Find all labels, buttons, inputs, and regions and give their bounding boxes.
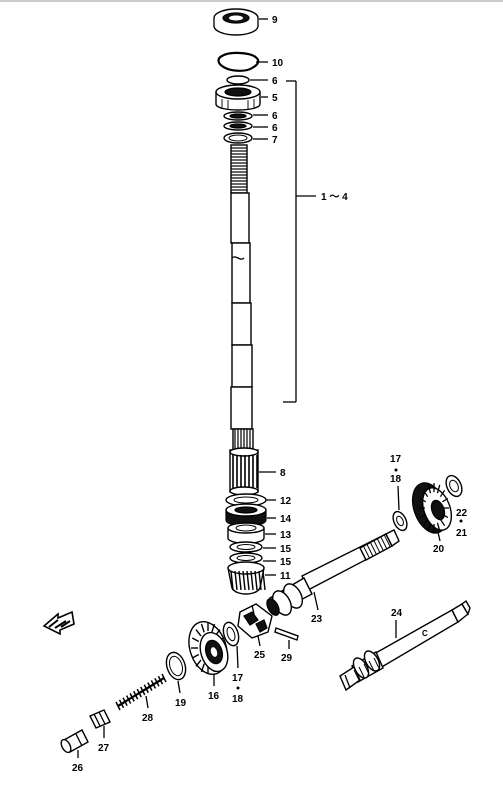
- label-22: 22: [456, 508, 468, 519]
- plunger-part-26: [60, 729, 89, 754]
- pin-part-29: [274, 627, 299, 641]
- label-24: 24: [391, 608, 403, 619]
- label-25: 25: [254, 650, 266, 661]
- label-18-right: 18: [390, 474, 402, 485]
- label-15-lower: 15: [280, 557, 292, 568]
- lower-bearing-stack: [225, 493, 267, 595]
- label-17-right: 17: [390, 454, 402, 465]
- forward-gear-part-20: [411, 482, 453, 534]
- shaft-part-24: [339, 599, 471, 692]
- thrust-washer-part-19: [165, 651, 187, 681]
- washer-part-22: [445, 474, 463, 498]
- washer-part-17-18-left: [222, 621, 240, 647]
- oil-seal-part-9: [213, 8, 259, 36]
- label-21: 21: [456, 528, 468, 539]
- label-12: 12: [280, 496, 292, 507]
- label-18-left: 18: [232, 694, 244, 705]
- label-16: 16: [208, 691, 220, 702]
- label-6-top: 6: [272, 76, 278, 87]
- label-17-left: 17: [232, 673, 244, 684]
- push-rod-part-27: [89, 709, 111, 729]
- label-14: 14: [280, 514, 292, 525]
- label-11: 11: [280, 571, 291, 582]
- label-28: 28: [142, 713, 154, 724]
- driveshaft: [230, 144, 254, 452]
- label-8-lower: 8: [280, 468, 286, 479]
- label-range-1-4: 1 ～ 4: [321, 192, 348, 203]
- washer-part-17-18-right: [392, 510, 408, 532]
- label-9: 9: [272, 15, 278, 26]
- label-15-upper: 15: [280, 544, 292, 555]
- pinion-part-8: [229, 447, 259, 496]
- label-6-middle: 6: [272, 111, 278, 122]
- shaft-mark-c: C: [422, 629, 428, 638]
- front-arrow-icon: [42, 610, 75, 636]
- label-7: 7: [272, 135, 278, 146]
- circlip-part-10: [217, 51, 260, 72]
- label-13: 13: [280, 530, 292, 541]
- propeller-shaft-part-23: [266, 529, 400, 616]
- label-27: 27: [98, 743, 110, 754]
- label-10: 10: [272, 58, 284, 69]
- label-19: 19: [175, 698, 187, 709]
- range-bracket: [283, 80, 316, 403]
- label-29: 29: [281, 653, 293, 664]
- label-26: 26: [72, 763, 84, 774]
- clutch-part-25: [237, 603, 273, 639]
- reverse-gear-part-16: [188, 621, 229, 675]
- label-5: 5: [272, 93, 278, 104]
- spring-part-28: [115, 673, 167, 711]
- label-23: 23: [311, 614, 323, 625]
- upper-bearing-stack: [215, 75, 261, 144]
- label-20: 20: [433, 544, 445, 555]
- label-6-lower: 6: [272, 123, 278, 134]
